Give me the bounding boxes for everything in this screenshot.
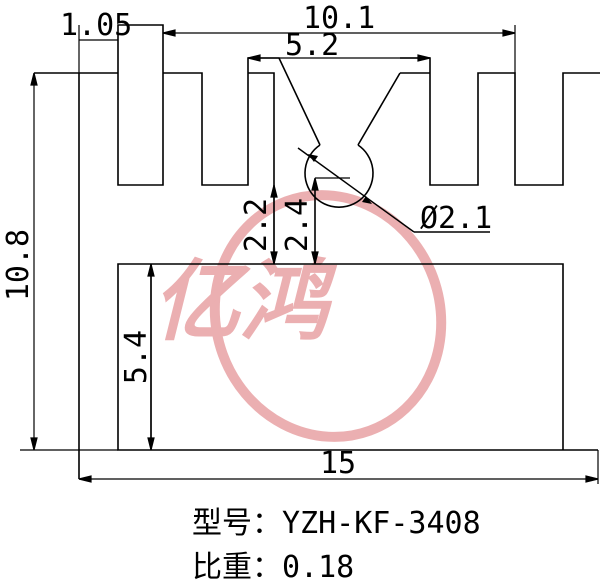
dim-lower-leg-label: 5.4 bbox=[119, 330, 154, 384]
dim-slot-width-label: 5.2 bbox=[285, 28, 339, 63]
model-caption: 型号：YZH-KF-3408 bbox=[192, 506, 481, 541]
hole-leader bbox=[297, 147, 415, 233]
dimension-lines bbox=[20, 25, 599, 484]
hole-circle bbox=[304, 144, 374, 208]
dim-slot-gap-label: 2.4 bbox=[280, 198, 315, 252]
ratio-caption: 比重：0.18 bbox=[192, 550, 355, 585]
dim-left-gap-label: 2.2 bbox=[239, 198, 274, 252]
dim-top-span-label: 10.1 bbox=[303, 1, 375, 36]
dim-total-height-label: 10.8 bbox=[1, 229, 36, 301]
dim-fin-thickness-label: 1.05 bbox=[60, 8, 132, 43]
watermark-logo: 亿鸿 bbox=[147, 190, 447, 442]
hole-arrow-2 bbox=[308, 154, 318, 162]
watermark-ring bbox=[209, 190, 447, 442]
hole-arrow bbox=[362, 196, 372, 204]
dim-hole-diameter-label: Ø2.1 bbox=[420, 201, 492, 236]
watermark-text: 亿鸿 bbox=[147, 251, 349, 353]
dim-base-width-label: 15 bbox=[320, 446, 356, 481]
